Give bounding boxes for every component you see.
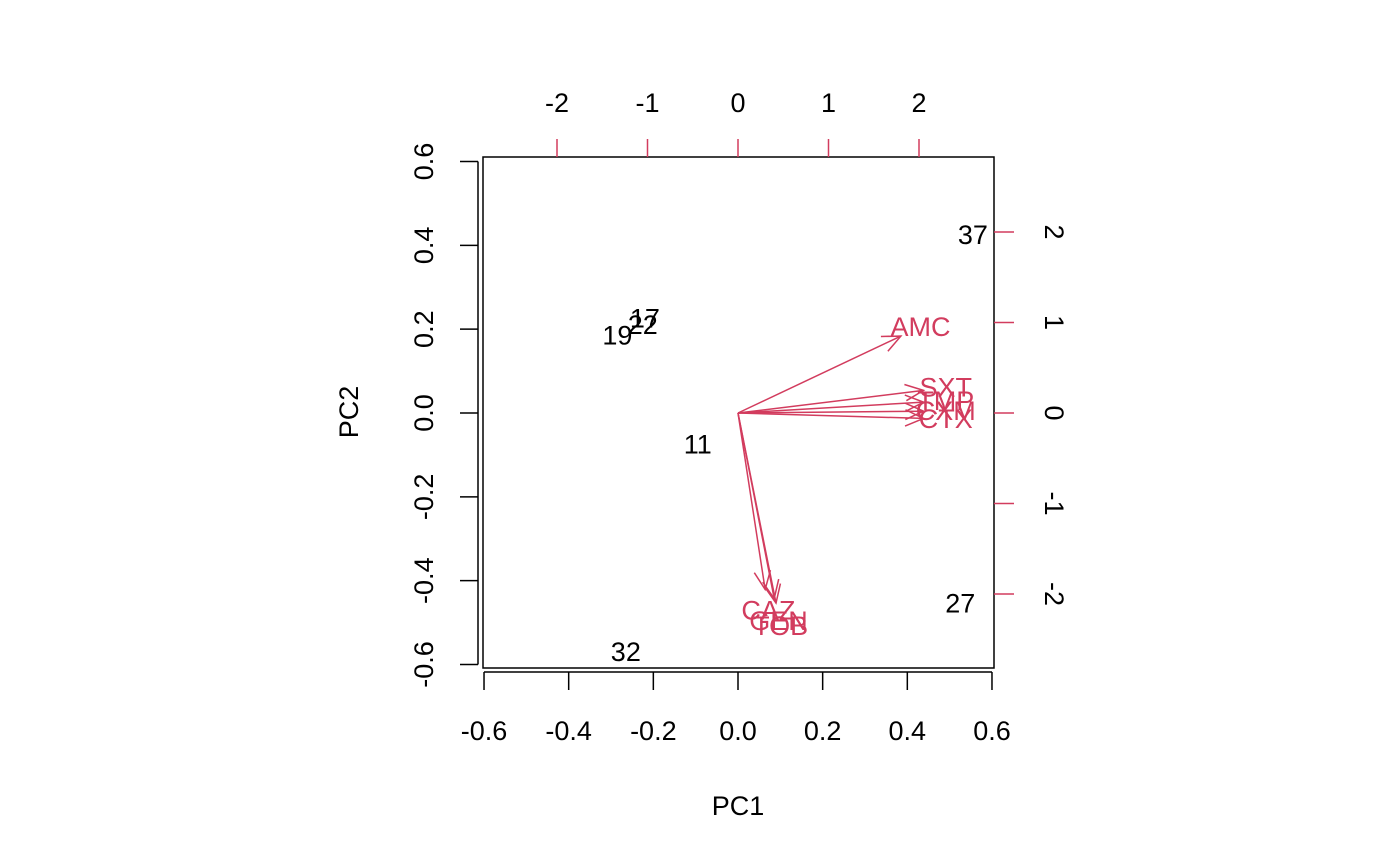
point-label: 37 bbox=[958, 220, 988, 250]
loading-label: TMP bbox=[917, 386, 974, 416]
top-tick-label: -1 bbox=[635, 88, 659, 118]
loading-arrow-head bbox=[763, 583, 782, 605]
right-tick-label: 1 bbox=[1039, 315, 1069, 330]
y-tick-label: 0.0 bbox=[409, 394, 439, 432]
loading-arrow-head bbox=[753, 569, 772, 592]
loading-arrow-shaft bbox=[737, 410, 924, 414]
x-tick-label: 0.6 bbox=[973, 716, 1011, 746]
loading-label: AMC bbox=[890, 312, 950, 342]
right-tick-label: 0 bbox=[1039, 405, 1069, 420]
loading-arrow-shaft bbox=[737, 412, 766, 590]
loading-arrow-head bbox=[880, 335, 903, 352]
x-tick-label: 0.2 bbox=[804, 716, 842, 746]
point-label: 19 bbox=[602, 320, 632, 350]
left-axis: -0.6 -0.4 -0.2 0.0 0.2 0.4 0.6 bbox=[409, 143, 479, 688]
loading-arrow-shaft bbox=[737, 335, 902, 414]
loading-arrow-shaft bbox=[737, 389, 924, 414]
top-tick-label: 1 bbox=[821, 88, 836, 118]
loading-label: GEN bbox=[749, 606, 808, 636]
point-label: 32 bbox=[611, 637, 641, 667]
top-axis: -2 -1 0 1 2 bbox=[545, 88, 927, 157]
loading-label: CTX bbox=[919, 404, 973, 434]
loading-label: SXT bbox=[920, 373, 973, 403]
loading-label: TOB bbox=[753, 611, 808, 641]
loading-arrow-head bbox=[904, 402, 926, 421]
loading-arrow-head bbox=[762, 578, 780, 601]
loading-arrow-shaft bbox=[737, 412, 924, 420]
right-tick-label: -1 bbox=[1039, 491, 1069, 515]
loading-arrow-shaft bbox=[737, 401, 924, 414]
top-tick-label: -2 bbox=[545, 88, 569, 118]
x-tick-label: -0.2 bbox=[630, 716, 677, 746]
y-tick-label: 0.4 bbox=[409, 227, 439, 265]
x-tick-label: 0.0 bbox=[719, 716, 757, 746]
y-axis-label: PC2 bbox=[334, 386, 364, 439]
x-tick-label: 0.4 bbox=[889, 716, 927, 746]
y-tick-label: -0.4 bbox=[409, 557, 439, 604]
top-tick-label: 0 bbox=[730, 88, 745, 118]
point-label: 11 bbox=[684, 429, 712, 459]
loading-label: CAZ bbox=[741, 596, 795, 626]
x-tick-label: -0.4 bbox=[545, 716, 592, 746]
y-tick-label: 0.6 bbox=[409, 143, 439, 181]
loading-label: CXM bbox=[916, 396, 976, 426]
point-label: 17 bbox=[630, 304, 660, 334]
x-axis-label: PC1 bbox=[712, 791, 765, 821]
loading-arrow-head bbox=[904, 394, 926, 413]
right-tick-label: 2 bbox=[1039, 224, 1069, 239]
x-tick-label: -0.6 bbox=[461, 716, 508, 746]
y-tick-label: -0.6 bbox=[409, 641, 439, 688]
top-tick-label: 2 bbox=[911, 88, 926, 118]
y-tick-label: -0.2 bbox=[409, 474, 439, 521]
y-tick-label: 0.2 bbox=[409, 310, 439, 348]
loading-arrow-shaft bbox=[737, 412, 777, 604]
right-tick-label: -2 bbox=[1039, 582, 1069, 606]
bottom-axis: -0.6 -0.4 -0.2 0.0 0.2 0.4 0.6 bbox=[461, 671, 1011, 746]
point-label: 22 bbox=[628, 310, 658, 340]
point-label: 27 bbox=[945, 589, 975, 619]
right-axis: -2 -1 0 1 2 bbox=[994, 224, 1069, 606]
loading-arrow-head bbox=[904, 409, 926, 427]
